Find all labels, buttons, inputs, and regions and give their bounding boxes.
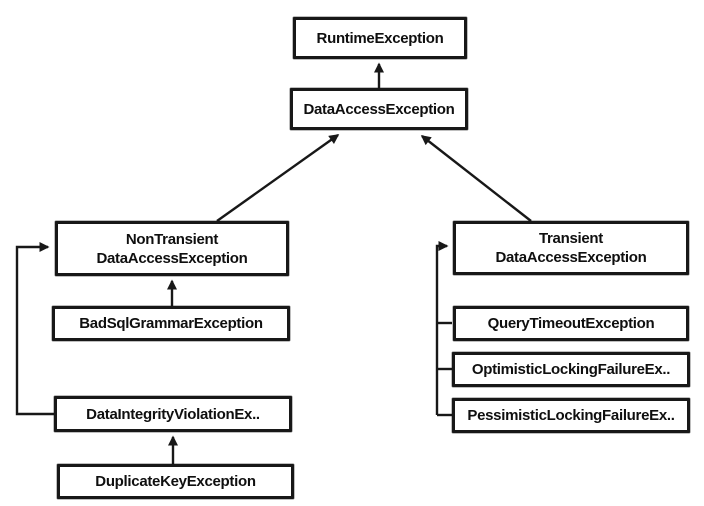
edge-dataintegrity-to-nontransient-elbow-arrow <box>15 242 54 416</box>
node-pessimistic-locking-failure-exception: PessimisticLockingFailureEx.. <box>452 398 690 433</box>
node-runtime-exception: RuntimeException <box>293 17 467 59</box>
node-transient-data-access-exception: Transient DataAccessException <box>453 221 689 275</box>
edge-transient-to-dataaccess-arrow <box>420 135 532 222</box>
node-duplicate-key-exception: DuplicateKeyException <box>57 464 294 499</box>
node-data-integrity-violation-exception: DataIntegrityViolationEx.. <box>54 396 292 432</box>
node-query-timeout-exception: QueryTimeoutException <box>453 306 689 341</box>
node-optimistic-locking-failure-exception: OptimisticLockingFailureEx.. <box>452 352 690 387</box>
node-bad-sql-grammar-exception: BadSqlGrammarException <box>52 306 290 341</box>
node-non-transient-data-access-exception: NonTransient DataAccessException <box>55 221 289 276</box>
edge-nontransient-to-dataaccess-arrow <box>216 134 340 222</box>
edge-transient-group-connector-arrow <box>435 241 452 417</box>
node-data-access-exception: DataAccessException <box>290 88 468 130</box>
